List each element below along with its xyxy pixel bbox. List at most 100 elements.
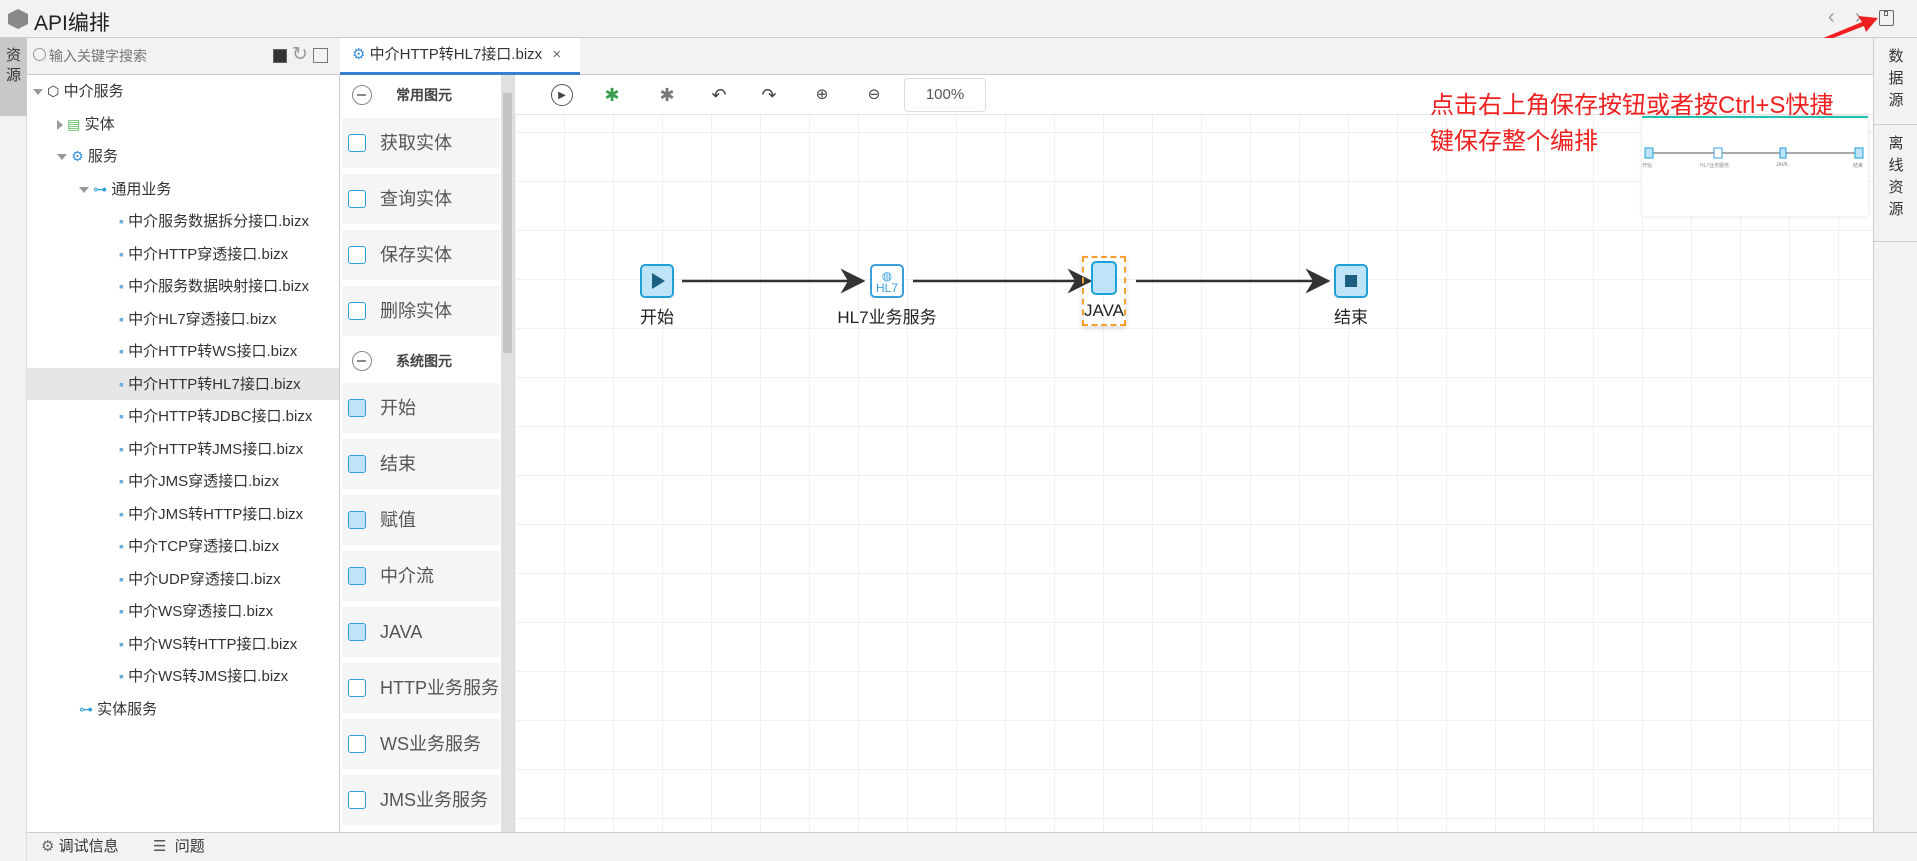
hint-line-2: 键保存整个编排 xyxy=(1430,128,1598,155)
redo-icon[interactable]: ↷ xyxy=(761,85,777,105)
tree-file-item[interactable]: ▪ 中介服务数据映射接口.bizx xyxy=(27,270,339,302)
undo-icon[interactable]: ↶ xyxy=(711,85,727,105)
nav-back-icon[interactable]: ‹ xyxy=(1828,6,1835,28)
tab-offline-resources[interactable]: 离线资源 xyxy=(1874,125,1917,242)
resource-tree-panel: ↻ ⬡ 中介服务 ▤ 实体 ⚙ 服务 ⊶ 通用业务▪ 中介服务数据拆分接口.bi… xyxy=(27,38,340,832)
close-icon[interactable]: × xyxy=(552,46,562,63)
node-java[interactable] xyxy=(1091,261,1117,295)
zoom-in-icon[interactable]: ⊕ xyxy=(815,86,829,103)
tree-file-item[interactable]: ▪ 中介服务数据拆分接口.bizx xyxy=(27,205,339,237)
entity-op-icon xyxy=(348,134,366,152)
palette-item[interactable]: WS业务服务 xyxy=(342,719,500,769)
tree-file-item[interactable]: ▪ 中介WS转HTTP接口.bizx xyxy=(27,628,339,660)
palette-item[interactable]: 获取实体 xyxy=(342,118,500,168)
tree-file-item[interactable]: ▪ 中介HTTP转WS接口.bizx xyxy=(27,335,339,367)
search-input[interactable] xyxy=(49,44,249,68)
run-icon[interactable]: ▶ xyxy=(551,84,573,106)
refresh-icon[interactable]: ↻ xyxy=(292,44,308,65)
tree-file-item[interactable]: ▪ 中介HL7穿透接口.bizx xyxy=(27,303,339,335)
nav-forward-icon[interactable]: › xyxy=(1855,6,1862,28)
list-icon: ☰ xyxy=(153,838,167,855)
item-label: JAVA xyxy=(380,622,423,642)
node-hl7-service[interactable]: ◍HL7 xyxy=(870,264,904,298)
palette-group-common[interactable]: 常用图元 xyxy=(340,75,500,115)
collapse-icon[interactable] xyxy=(352,85,372,105)
end-icon xyxy=(348,455,366,473)
node-start-label: 开始 xyxy=(640,308,674,327)
http-service-icon xyxy=(348,679,366,697)
expand-arrow-icon[interactable] xyxy=(57,119,63,130)
collapse-arrow-icon[interactable] xyxy=(57,154,67,161)
tree-node-group[interactable]: ⊶ 通用业务 xyxy=(27,173,339,205)
file-icon: ▪ xyxy=(119,408,124,424)
problems-button[interactable]: ☰ 问题 xyxy=(153,833,205,861)
tree-item-label: 中介WS转HTTP接口.bizx xyxy=(128,635,298,653)
collapse-arrow-icon[interactable] xyxy=(79,186,89,193)
tree-file-item[interactable]: ▪ 中介HTTP穿透接口.bizx xyxy=(27,238,339,270)
canvas-toolbar: ▶ ✱ ✱ ↶ ↷ ⊕ ⊖ 100% xyxy=(515,75,1873,115)
zoom-level[interactable]: 100% xyxy=(904,78,986,112)
tree-file-item[interactable]: ▪ 中介HTTP转HL7接口.bizx xyxy=(27,367,339,400)
palette-item[interactable]: 中介流 xyxy=(342,551,500,601)
palette-item[interactable]: JAVA xyxy=(342,607,500,657)
tree-item-label: 中介JMS转HTTP接口.bizx xyxy=(128,505,304,523)
palette-item[interactable]: 删除实体 xyxy=(342,286,500,336)
tree-file-item[interactable]: ▪ 中介HTTP转JMS接口.bizx xyxy=(27,433,339,465)
flow-canvas[interactable]: ▶ ✱ ✱ ↶ ↷ ⊕ ⊖ 100% 开始 ◍HL7 HL7业务服务 JAVA … xyxy=(515,75,1873,832)
stop-debug-icon[interactable]: ✱ xyxy=(659,85,675,105)
tree-file-item[interactable]: ▪ 中介JMS转HTTP接口.bizx xyxy=(27,498,339,530)
minimap-label: HL7业务服务 xyxy=(1700,163,1730,169)
palette-group-system[interactable]: 系统图元 xyxy=(340,341,500,381)
item-label: 开始 xyxy=(380,398,416,418)
item-label: 保存实体 xyxy=(380,245,452,265)
tree-item-label: 中介WS穿透接口.bizx xyxy=(128,603,274,620)
tree-item-label: 实体服务 xyxy=(97,700,158,718)
group-label: 系统图元 xyxy=(396,353,452,369)
debug-icon[interactable]: ✱ xyxy=(604,85,620,105)
save-icon[interactable] xyxy=(1879,10,1894,26)
collapse-all-icon[interactable] xyxy=(313,48,328,63)
node-start[interactable] xyxy=(640,264,674,298)
tree-node-entity[interactable]: ▤ 实体 xyxy=(27,108,339,140)
tree-item-label: 服务 xyxy=(87,148,118,165)
import-icon[interactable] xyxy=(273,49,287,63)
tab-current-file[interactable]: ⚙ 中介HTTP转HL7接口.bizx × xyxy=(340,38,580,75)
palette-scroll-thumb[interactable] xyxy=(503,93,512,353)
minimap[interactable]: 开始 HL7业务服务 JAVA 结束 xyxy=(1642,116,1868,216)
palette-item[interactable]: 保存实体 xyxy=(342,230,500,280)
cube-icon: ⬡ xyxy=(47,83,60,99)
palette-item[interactable]: JMS业务服务 xyxy=(342,775,500,825)
tree-node-entity-service[interactable]: ⊶ 实体服务 xyxy=(27,693,339,725)
palette-item[interactable]: 开始 xyxy=(342,383,500,433)
tree-file-item[interactable]: ▪ 中介HTTP转JDBC接口.bizx xyxy=(27,400,339,432)
file-icon: ▪ xyxy=(119,375,124,392)
debug-info-button[interactable]: ⚙ 调试信息 xyxy=(41,833,119,861)
file-icon: ▪ xyxy=(119,245,124,262)
file-icon: ▪ xyxy=(119,278,124,294)
tab-data-source[interactable]: 数据源 xyxy=(1874,38,1917,125)
tree-file-item[interactable]: ▪ 中介JMS穿透接口.bizx xyxy=(27,465,339,497)
tree-file-item[interactable]: ▪ 中介WS穿透接口.bizx xyxy=(27,595,339,627)
tree-node-service[interactable]: ⚙ 服务 xyxy=(27,140,339,172)
debug-label: 调试信息 xyxy=(58,838,119,855)
tree-file-item[interactable]: ▪ 中介WS转JMS接口.bizx xyxy=(27,660,339,692)
tree-file-item[interactable]: ▪ 中介UDP穿透接口.bizx xyxy=(27,563,339,595)
tree-item-label: 中介JMS穿透接口.bizx xyxy=(128,473,279,490)
palette-item[interactable]: 查询实体 xyxy=(342,174,500,224)
file-icon: ▪ xyxy=(119,635,124,652)
collapse-arrow-icon[interactable] xyxy=(33,89,43,96)
palette-item[interactable]: HTTP业务服务 xyxy=(342,663,500,713)
minimap-flow xyxy=(1644,147,1864,159)
palette-item[interactable]: 赋值 xyxy=(342,495,500,545)
tree-file-item[interactable]: ▪ 中介TCP穿透接口.bizx xyxy=(27,530,339,562)
zoom-out-icon[interactable]: ⊖ xyxy=(867,86,881,103)
tab-resources[interactable]: 资源 xyxy=(0,38,27,116)
palette-item[interactable]: 结束 xyxy=(342,439,500,489)
item-label: 中介流 xyxy=(380,566,434,586)
tree-item-label: 中介HTTP转JMS接口.bizx xyxy=(128,440,304,458)
file-icon: ▪ xyxy=(119,538,124,554)
tree-node-root[interactable]: ⬡ 中介服务 xyxy=(27,75,339,107)
collapse-icon[interactable] xyxy=(352,351,372,371)
node-java-selection[interactable] xyxy=(1082,256,1126,326)
node-end[interactable] xyxy=(1334,264,1368,298)
